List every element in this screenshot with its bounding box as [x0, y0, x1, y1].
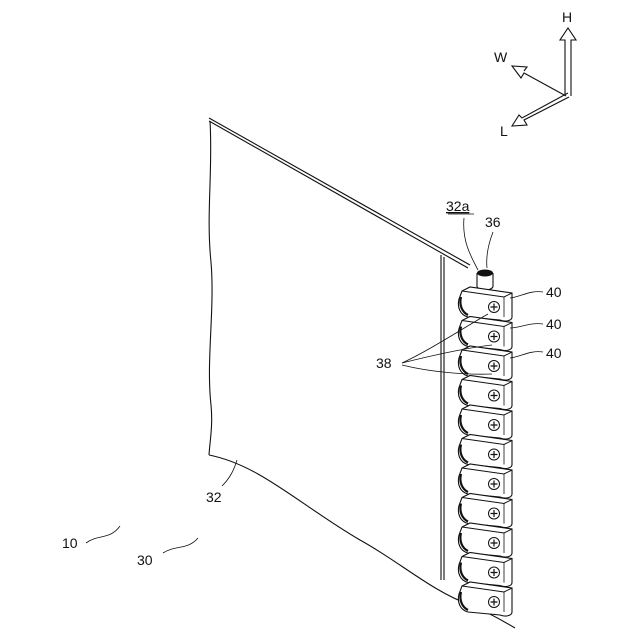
label-32: 32 [206, 489, 222, 505]
plug-36 [477, 270, 493, 291]
label-36: 36 [485, 214, 501, 230]
axis-h-label: H [562, 9, 572, 25]
label-32a: 32a [446, 198, 470, 214]
clip-unit [458, 523, 512, 557]
clip-unit [458, 346, 512, 380]
label-10: 10 [62, 535, 78, 551]
clip-unit [458, 553, 512, 587]
orientation-axes: H W L [494, 9, 576, 139]
clip-unit [458, 317, 512, 351]
axis-l-label: L [500, 123, 508, 139]
label-30: 30 [137, 552, 153, 568]
label-40-bottom: 40 [546, 345, 562, 361]
label-40-top: 40 [546, 284, 562, 300]
label-40-middle: 40 [546, 316, 562, 332]
axis-w-label: W [494, 49, 508, 65]
clip-unit [458, 494, 512, 528]
clip-stack [458, 287, 512, 616]
clip-unit [458, 376, 512, 410]
label-38: 38 [376, 355, 392, 371]
clip-unit [458, 582, 512, 616]
clip-unit [458, 405, 512, 439]
clip-unit [458, 435, 512, 469]
clip-unit [458, 464, 512, 498]
